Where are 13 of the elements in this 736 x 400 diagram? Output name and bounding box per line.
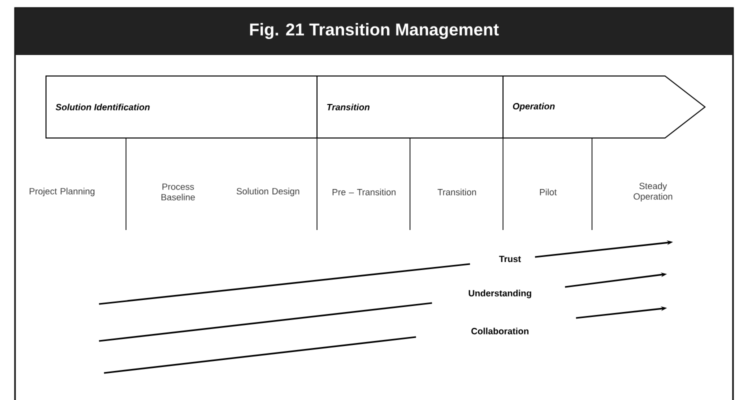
column-label: Pilot [540, 188, 557, 196]
phase-box: Solution Identification [46, 76, 318, 138]
column-label: Project Planning [30, 188, 94, 196]
trend-label: Trust [499, 256, 521, 262]
trend-label: Collaboration [471, 328, 528, 334]
column-label: Steady Operation [634, 182, 672, 202]
phase-box: Transition [316, 76, 504, 138]
column-label: Transition [438, 188, 476, 196]
column-label: Process Baseline [161, 184, 195, 200]
column-label: Pre – Transition [332, 188, 396, 196]
trend-label: Understanding [468, 290, 532, 298]
column-label: Solution Design [236, 188, 300, 196]
title-bar: Fig. 21 Transition Management [15, 8, 733, 55]
